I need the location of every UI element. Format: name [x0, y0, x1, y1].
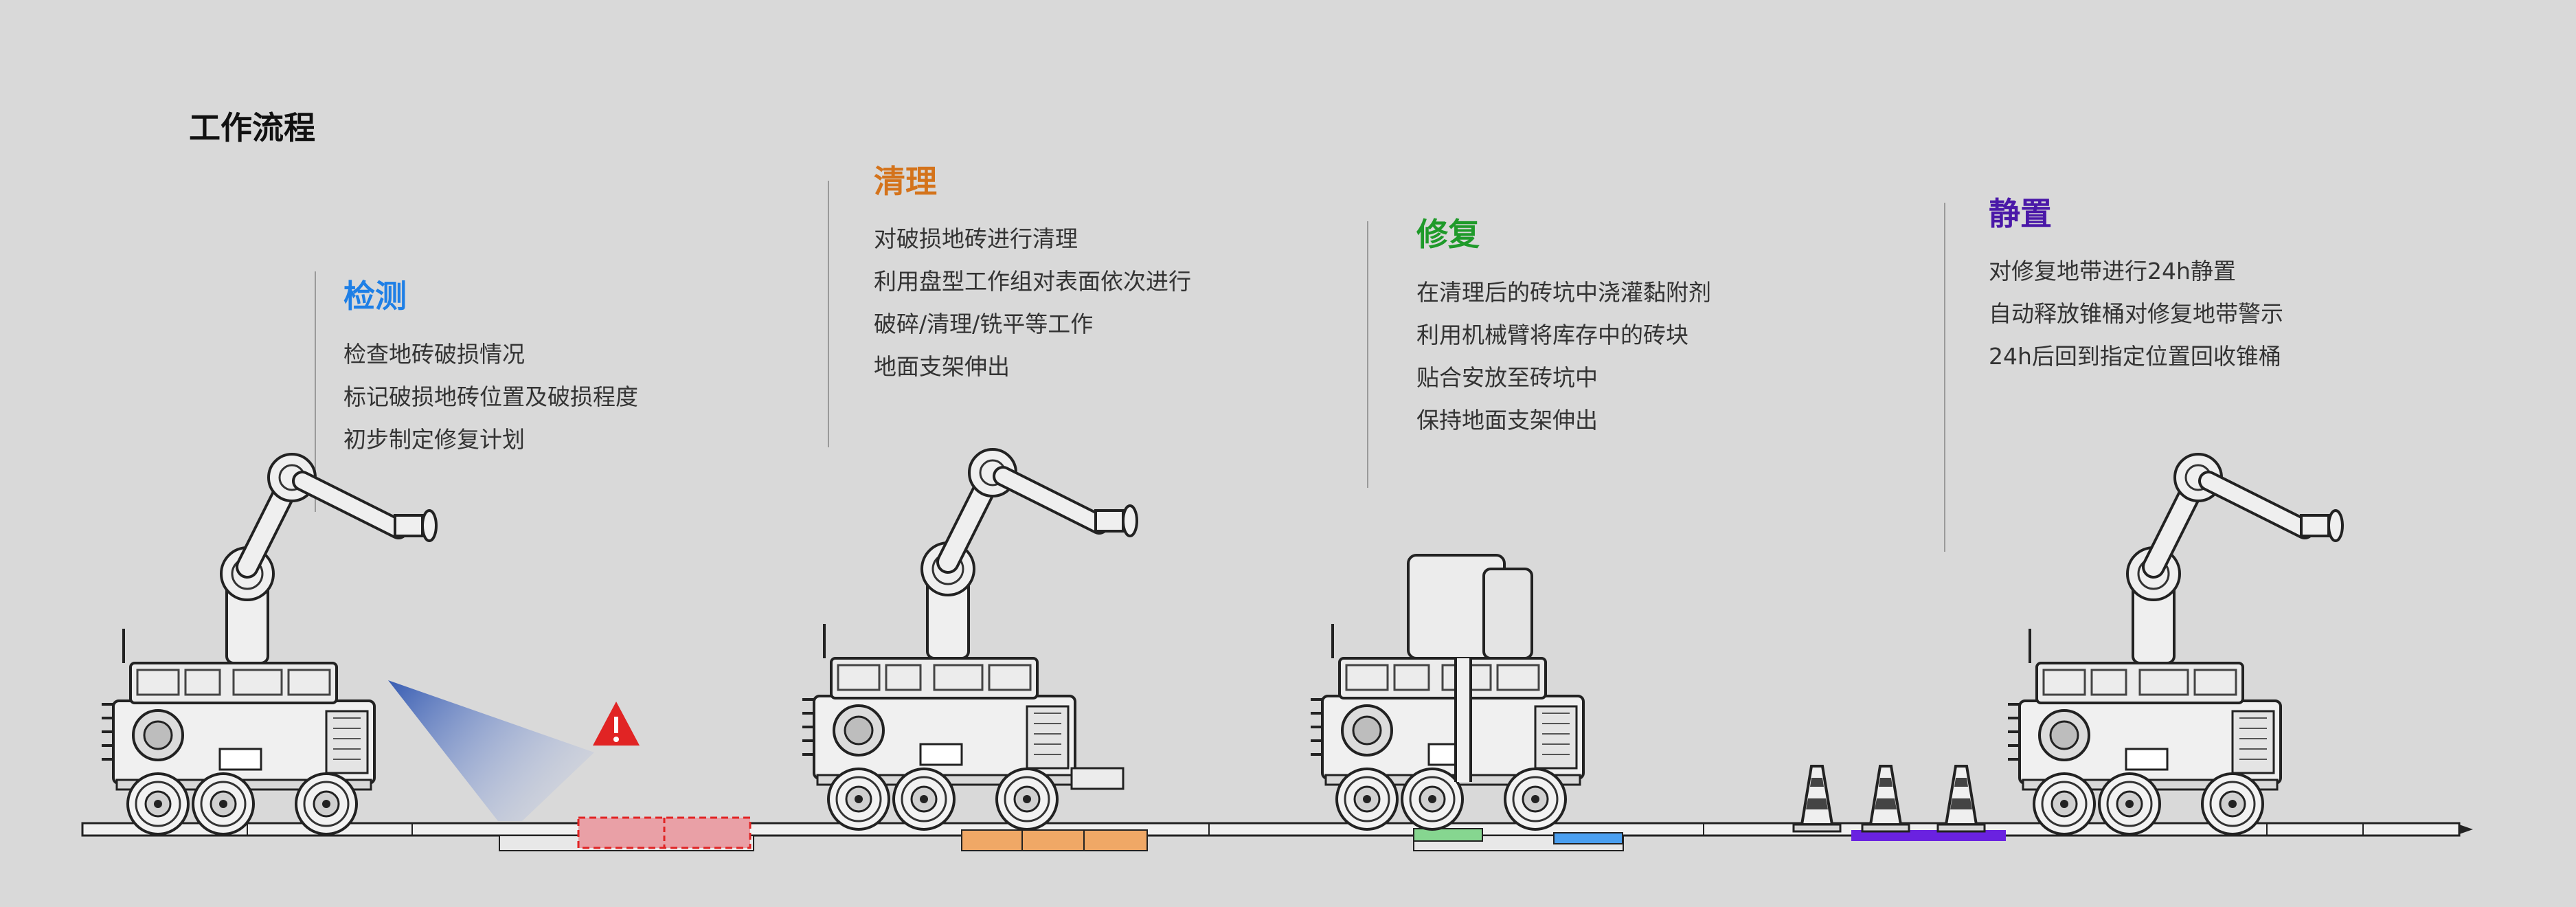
stage-title-repair: 修复: [1416, 216, 1480, 253]
stage-line: 初步制定修复计划: [343, 426, 525, 453]
traffic-cone-icon: [1936, 765, 1986, 833]
stage-divider-detect: [315, 271, 316, 512]
stage-desc-rest: 对修复地带进行24h静置 自动释放锥桶对修复地带警示 24h后回到指定位置回收锥…: [1989, 250, 2283, 378]
stage-line: 保持地面支架伸出: [1416, 407, 1598, 434]
robot-rest: [2008, 454, 2342, 834]
stage-line: 在清理后的砖坑中浇灌黏附剂: [1416, 279, 1711, 306]
traffic-cone-icon: [1861, 765, 1910, 833]
stage-line: 标记破损地砖位置及破损程度: [343, 383, 638, 410]
stage-line: 破碎/清理/铣平等工作: [874, 311, 1094, 337]
stage-divider-repair: [1367, 221, 1368, 488]
stage-line: 检查地砖破损情况: [343, 341, 525, 368]
stage-line: 贴合安放至砖坑中: [1416, 364, 1598, 391]
stage-desc-detect: 检查地砖破损情况 标记破损地砖位置及破损程度 初步制定修复计划: [343, 333, 638, 461]
page-title: 工作流程: [189, 109, 315, 146]
repaired-tile: [1413, 828, 1483, 842]
stage-divider-rest: [1944, 203, 1945, 552]
cleaned-tiles: [961, 829, 1148, 851]
traffic-cone-icon: [1792, 765, 1842, 833]
robot-detect: [102, 454, 436, 834]
stage-desc-clean: 对破损地砖进行清理 利用盘型工作组对表面依次进行 破碎/清理/铣平等工作 地面支…: [874, 218, 1191, 388]
stage-line: 对修复地带进行24h静置: [1989, 258, 2236, 284]
stage-desc-repair: 在清理后的砖坑中浇灌黏附剂 利用机械臂将库存中的砖块 贴合安放至砖坑中 保持地面…: [1416, 271, 1711, 442]
stage-title-clean: 清理: [874, 163, 937, 200]
scan-beam: [388, 680, 594, 821]
rest-zone-band: [1851, 830, 2006, 841]
stage-line: 自动释放锥桶对修复地带警示: [1989, 300, 2283, 327]
robot-repair: [1311, 554, 1583, 829]
stage-line: 利用机械臂将库存中的砖块: [1416, 322, 1688, 348]
stage-line: 对破损地砖进行清理: [874, 225, 1078, 252]
warning-triangle-icon: [593, 702, 640, 746]
repaired-tile-blue: [1553, 832, 1623, 844]
stage-line: 24h后回到指定位置回收锥桶: [1989, 343, 2281, 370]
stage-title-rest: 静置: [1989, 195, 2052, 232]
stage-title-detect: 检测: [343, 278, 407, 315]
stage-divider-clean: [828, 181, 829, 447]
stage-line: 地面支架伸出: [874, 353, 1010, 380]
stage-line: 利用盘型工作组对表面依次进行: [874, 268, 1191, 295]
robot-clean: [802, 449, 1137, 829]
